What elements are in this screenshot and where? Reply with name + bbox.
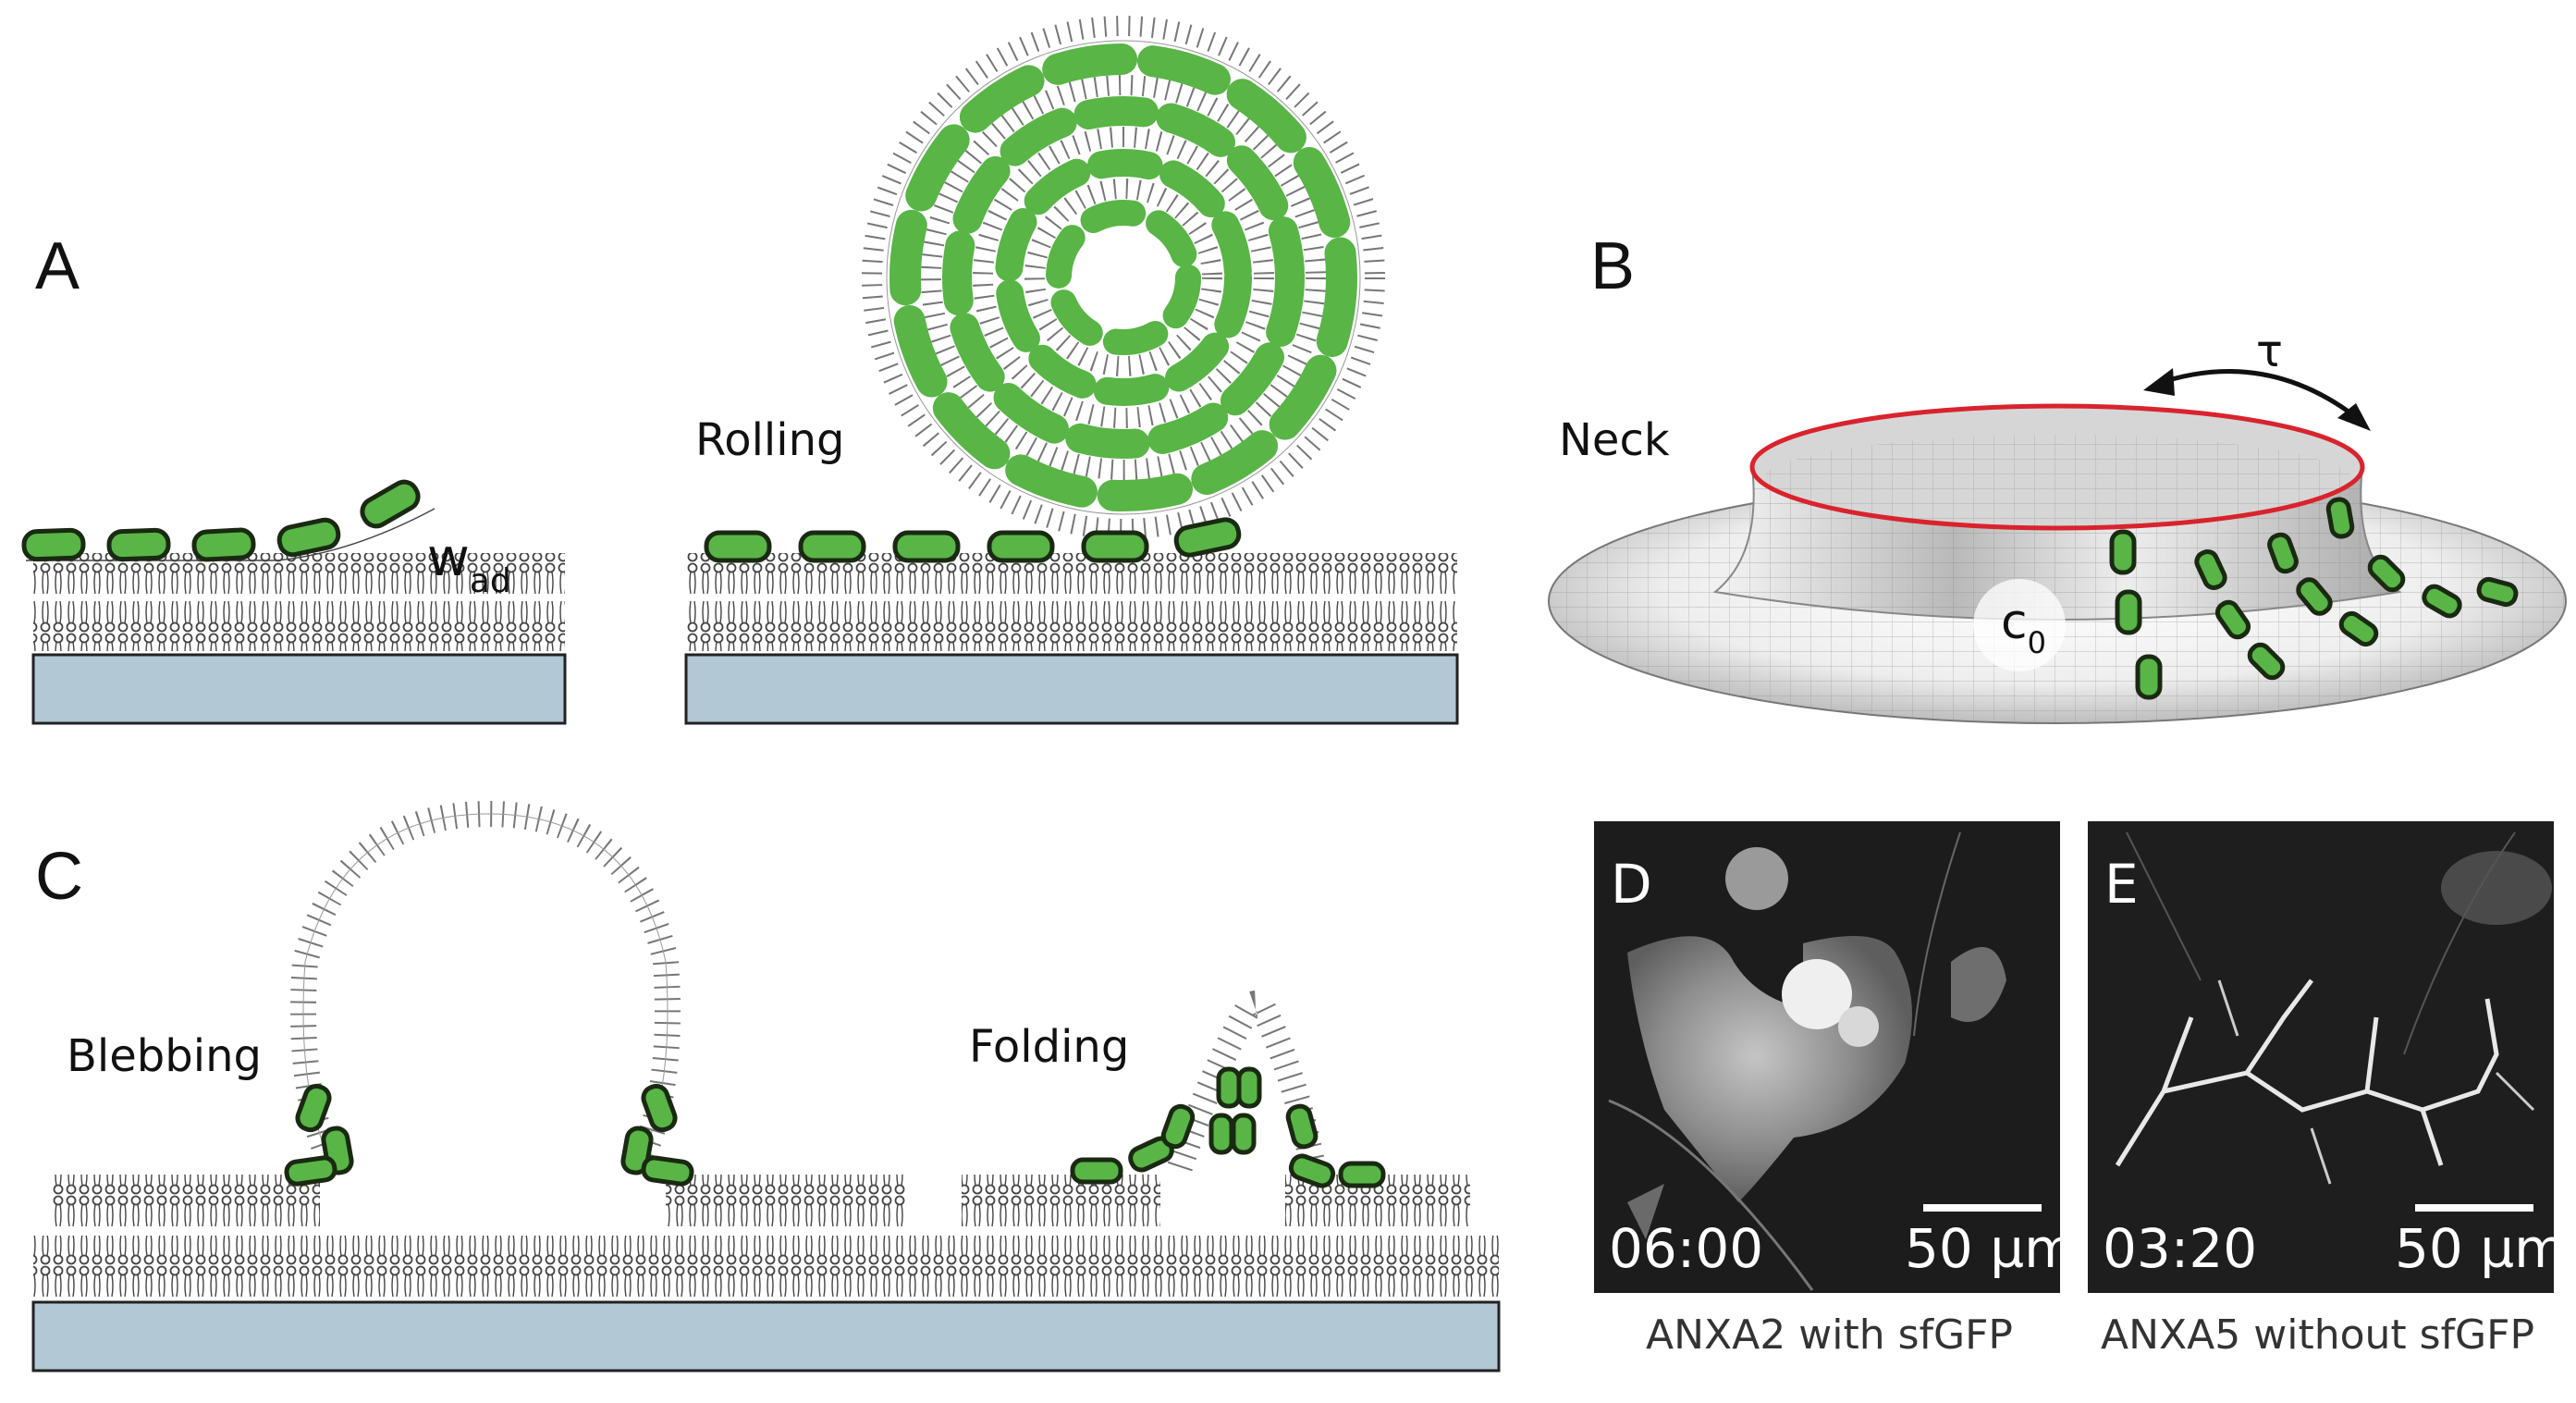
folding-label: Folding [969, 1021, 1129, 1073]
c0-label: c0 [2001, 595, 2046, 660]
panel-a-letter: A [35, 229, 80, 303]
panel-e-letter: E [2104, 853, 2139, 916]
annexin-protein-icon [276, 517, 341, 558]
annexin-protein-icon [892, 530, 961, 563]
annexin-protein-icon [1231, 1113, 1257, 1155]
panel-d-letter: D [1611, 853, 1652, 916]
adhesion-label: wad [427, 528, 511, 600]
panel-a-left-substrate [31, 553, 567, 725]
annexin-protein-icon [1081, 530, 1149, 563]
panel-c-letter: C [35, 840, 83, 914]
annexin-protein-icon [106, 527, 171, 562]
annexin-protein-icon [2267, 532, 2299, 574]
bleb-membrane [290, 800, 681, 1174]
annexin-protein-icon [987, 530, 1055, 563]
annexin-protein-icon [1160, 1103, 1196, 1150]
spontaneous-curvature-marker: c0 [1973, 579, 2066, 671]
caption-e: ANXA5 without sfGFP [2101, 1311, 2534, 1359]
panel-a-left-proteins [21, 479, 421, 562]
panel-a-left-monolayer [26, 508, 435, 561]
double-headed-arrow-icon [2143, 368, 2371, 431]
neck-surface [1548, 403, 2567, 724]
micrograph-e: E 03:20 50 µm [2088, 821, 2567, 1293]
caption-d: ANXA2 with sfGFP [1646, 1311, 2013, 1359]
annexin-protein-icon [1070, 1157, 1123, 1185]
annexin-protein-icon [2296, 577, 2333, 616]
panel-a-right-substrate [684, 553, 1459, 725]
annexin-protein-icon [641, 1155, 694, 1187]
annexin-protein-icon [295, 1083, 332, 1133]
annexin-protein-icon [191, 527, 256, 562]
annexin-protein-icon [1236, 1066, 1262, 1109]
annexin-protein-icon [21, 527, 86, 562]
annexin-protein-icon [1338, 1161, 1386, 1188]
annexin-protein-icon [1288, 1153, 1336, 1188]
annexin-protein-icon [1216, 1066, 1242, 1109]
blebbing-label: Blebbing [67, 1030, 262, 1082]
rolling-label: Rolling [695, 414, 844, 466]
neck-rim [1749, 403, 2365, 531]
annexin-protein-icon [2247, 642, 2286, 681]
annexin-protein-icon [1208, 1113, 1234, 1155]
panel-c-upper-monolayer [52, 1175, 1470, 1228]
annexin-protein-icon [2214, 599, 2251, 640]
bleb-proteins [284, 1083, 694, 1187]
scale-label-e: 50 µm [2395, 1217, 2567, 1280]
annexin-protein-icon [1173, 517, 1242, 558]
panel-b-letter: B [1590, 229, 1635, 303]
time-stamp-e: 03:20 [2103, 1217, 2257, 1280]
neck-label: Neck [1559, 414, 1670, 466]
annexin-protein-icon [641, 1083, 678, 1133]
panel-a-right-proteins [704, 517, 1242, 563]
tau-label: τ [2256, 326, 2283, 377]
panel-c-substrate [31, 1236, 1501, 1372]
fold-proteins [1070, 1066, 1386, 1188]
micrograph-d: D 06:00 50 µm [1594, 821, 2077, 1293]
annexin-protein-icon [2115, 589, 2142, 635]
annexin-protein-icon [798, 530, 866, 563]
scale-label-d: 50 µm [1905, 1217, 2077, 1280]
rolled-membrane-spiral [862, 16, 1385, 539]
neck-proteins [2109, 497, 2519, 700]
annexin-protein-icon [2135, 654, 2163, 700]
annexin-protein-icon [1285, 1103, 1319, 1150]
annexin-protein-icon [360, 479, 421, 529]
annexin-protein-icon [2338, 610, 2379, 647]
time-stamp-d: 06:00 [1609, 1217, 1763, 1280]
annexin-protein-icon [2109, 529, 2137, 575]
annexin-protein-icon [2325, 497, 2355, 539]
annexin-protein-icon [2422, 584, 2462, 619]
annexin-protein-icon [2367, 554, 2406, 593]
annexin-protein-icon [704, 530, 772, 563]
annexin-protein-icon [284, 1155, 337, 1187]
annexin-protein-icon [2476, 576, 2519, 608]
annexin-protein-icon [2194, 549, 2227, 590]
